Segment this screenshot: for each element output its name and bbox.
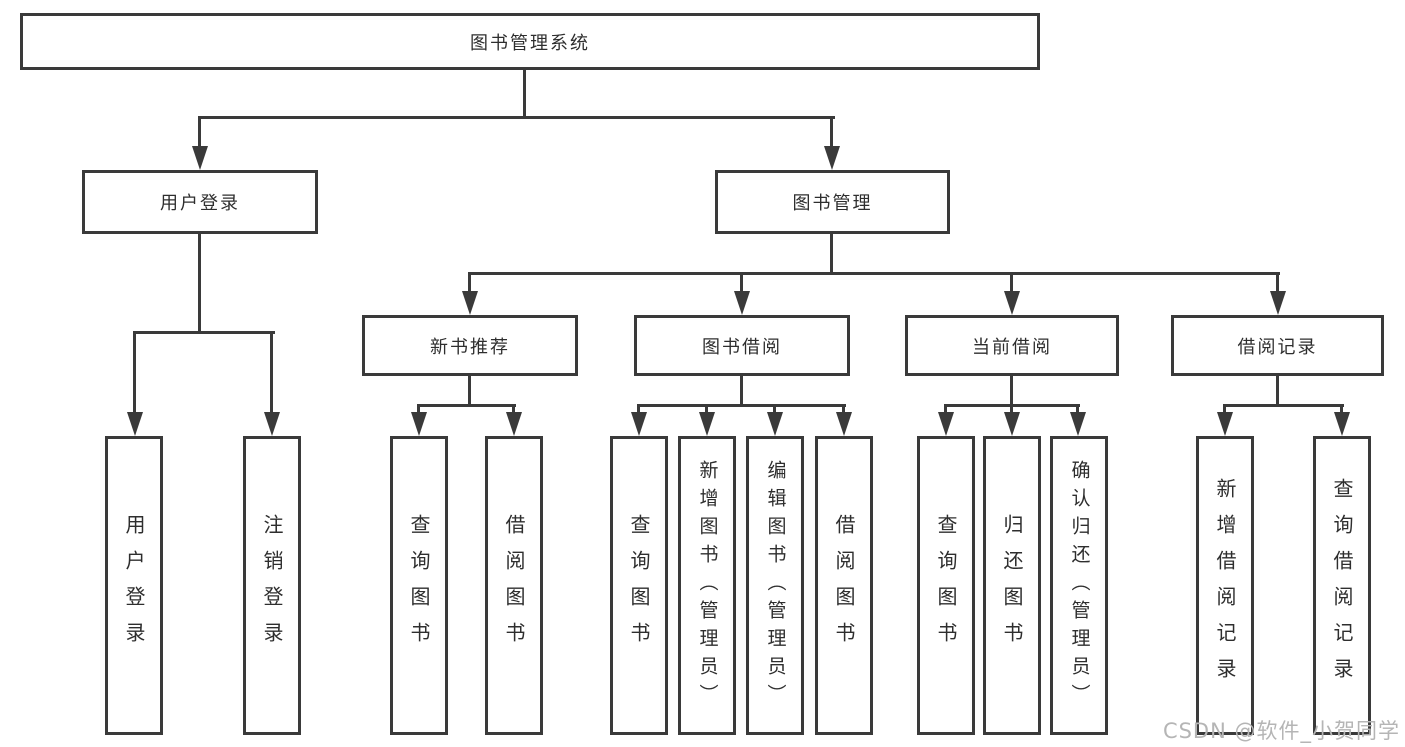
leaf-query-borrow-record-label: 查询借阅记录	[1330, 477, 1354, 694]
connector-line	[417, 404, 420, 414]
leaf-add-borrow-record: 新增借阅记录	[1196, 436, 1254, 735]
connector-line	[705, 404, 708, 414]
arrowhead-icon	[1004, 412, 1020, 436]
node-book-management: 图书管理	[715, 170, 950, 234]
connector-line	[1010, 272, 1013, 293]
arrowhead-icon	[631, 412, 647, 436]
connector-line	[944, 404, 947, 414]
leaf-logout: 注销登录	[243, 436, 301, 735]
connector-line	[523, 70, 526, 119]
node-root-label: 图书管理系统	[470, 32, 590, 54]
leaf-add-book-admin: 新增图书（管理员）	[678, 436, 736, 735]
connector-line	[830, 234, 833, 275]
connector-line	[417, 404, 516, 407]
arrowhead-icon	[264, 412, 280, 436]
node-borrowing-records: 借阅记录	[1171, 315, 1384, 376]
leaf-confirm-return-admin-label: 确认归还（管理员）	[1068, 459, 1091, 712]
node-user-login-module: 用户登录	[82, 170, 318, 234]
node-current-borrowing: 当前借阅	[905, 315, 1119, 376]
connector-line	[1276, 376, 1279, 407]
leaf-confirm-return-admin: 确认归还（管理员）	[1050, 436, 1108, 735]
connector-line	[740, 376, 743, 407]
connector-line	[468, 272, 471, 293]
connector-line	[512, 404, 515, 414]
arrowhead-icon	[411, 412, 427, 436]
leaf-query-books-1-label: 查询图书	[407, 513, 431, 658]
leaf-edit-book-admin-label: 编辑图书（管理员）	[764, 459, 787, 712]
arrowhead-icon	[767, 412, 783, 436]
connector-line	[637, 404, 640, 414]
node-borrowing-records-label: 借阅记录	[1237, 336, 1318, 358]
connector-line	[830, 116, 833, 148]
arrowhead-icon	[506, 412, 522, 436]
leaf-query-books-2-label: 查询图书	[627, 513, 651, 658]
node-current-borrowing-label: 当前借阅	[972, 336, 1052, 358]
arrowhead-icon	[824, 146, 840, 170]
arrowhead-icon	[1270, 291, 1286, 315]
connector-line	[468, 272, 1280, 275]
connector-line	[1010, 376, 1013, 407]
leaf-logout-label: 注销登录	[260, 513, 284, 658]
connector-line	[468, 376, 471, 407]
leaf-borrow-books-1: 借阅图书	[485, 436, 543, 735]
node-user-login-module-label: 用户登录	[160, 193, 240, 214]
node-book-borrowing: 图书借阅	[634, 315, 850, 376]
connector-line	[198, 234, 201, 334]
connector-line	[740, 272, 743, 293]
watermark-text: CSDN @软件_小贺同学	[1162, 719, 1400, 743]
node-new-book-recommend-label: 新书推荐	[430, 336, 510, 358]
leaf-add-borrow-record-label: 新增借阅记录	[1213, 477, 1237, 694]
leaf-query-books-2: 查询图书	[610, 436, 668, 735]
connector-line	[773, 404, 776, 414]
node-book-management-label: 图书管理	[792, 193, 873, 214]
arrowhead-icon	[462, 291, 478, 315]
leaf-add-book-admin-label: 新增图书（管理员）	[696, 459, 719, 712]
node-new-book-recommend: 新书推荐	[362, 315, 578, 376]
leaf-borrow-books-2: 借阅图书	[815, 436, 873, 735]
arrowhead-icon	[127, 412, 143, 436]
connector-line	[270, 331, 273, 414]
connector-line	[1010, 404, 1013, 414]
leaf-return-book: 归还图书	[983, 436, 1041, 735]
node-book-borrowing-label: 图书借阅	[702, 336, 782, 358]
connector-line	[1223, 404, 1344, 407]
leaf-borrow-books-1-label: 借阅图书	[502, 513, 526, 658]
connector-line	[198, 116, 201, 148]
leaf-query-books-3-label: 查询图书	[934, 513, 958, 658]
connector-line	[637, 404, 846, 407]
arrowhead-icon	[734, 291, 750, 315]
arrowhead-icon	[1217, 412, 1233, 436]
arrowhead-icon	[699, 412, 715, 436]
connector-line	[1340, 404, 1343, 414]
connector-line	[1076, 404, 1079, 414]
node-root: 图书管理系统	[20, 13, 1040, 70]
arrowhead-icon	[1004, 291, 1020, 315]
connector-line	[133, 331, 136, 414]
leaf-query-books-1: 查询图书	[390, 436, 448, 735]
connector-line	[133, 331, 275, 334]
arrowhead-icon	[192, 146, 208, 170]
connector-line	[1276, 272, 1279, 293]
arrowhead-icon	[836, 412, 852, 436]
leaf-query-books-3: 查询图书	[917, 436, 975, 735]
leaf-edit-book-admin: 编辑图书（管理员）	[746, 436, 804, 735]
leaf-query-borrow-record: 查询借阅记录	[1313, 436, 1371, 735]
connector-line	[1223, 404, 1226, 414]
leaf-return-book-label: 归还图书	[1000, 513, 1024, 658]
leaf-user-login-label: 用户登录	[122, 513, 146, 658]
arrowhead-icon	[1334, 412, 1350, 436]
arrowhead-icon	[1070, 412, 1086, 436]
connector-line	[842, 404, 845, 414]
arrowhead-icon	[938, 412, 954, 436]
connector-line	[198, 116, 835, 119]
leaf-borrow-books-2-label: 借阅图书	[832, 513, 856, 658]
leaf-user-login: 用户登录	[105, 436, 163, 735]
